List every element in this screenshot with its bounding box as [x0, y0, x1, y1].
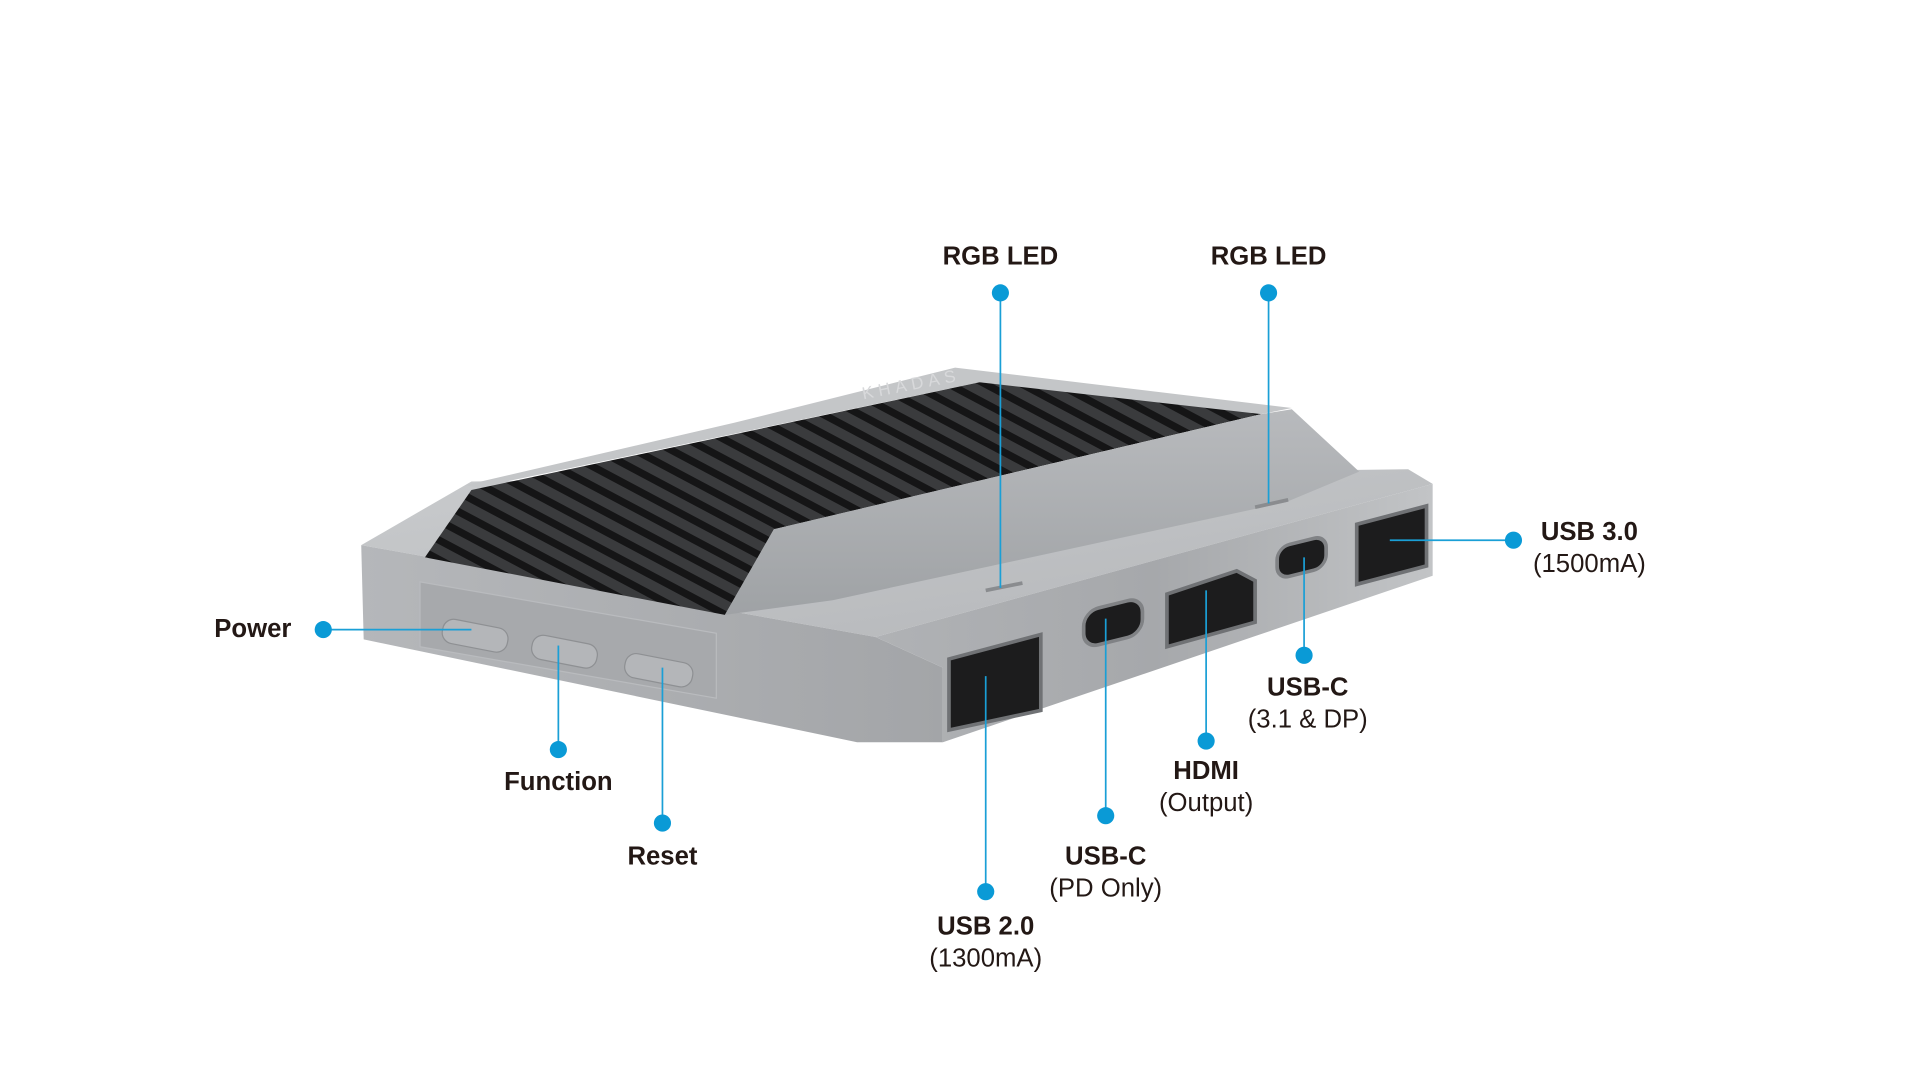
usbc-dp-port: [1275, 536, 1328, 579]
callout-usb30: USB 3.0 (1500mA): [1389, 518, 1646, 578]
device: KHADAS: [361, 365, 1433, 743]
callout-reset: Reset: [627, 667, 698, 871]
callout-subtitle: (3.1 & DP): [1248, 706, 1368, 734]
callout-dot: [314, 621, 332, 639]
callout-usb20: USB 2.0 (1300mA): [929, 676, 1042, 972]
callout-dot: [1260, 284, 1278, 302]
rgb-led-1: [985, 581, 1023, 593]
callout-title: USB-C: [1267, 674, 1348, 702]
raised-top: [465, 367, 1292, 488]
callout-dot: [1504, 531, 1523, 549]
reset-button[interactable]: [623, 652, 695, 689]
callout-title: HDMI: [1173, 757, 1239, 785]
callout-rgb-led-1: RGB LED: [943, 243, 1059, 588]
callout-dot: [991, 284, 1009, 302]
callout-dot: [549, 741, 567, 759]
raised-slope: [724, 409, 1360, 615]
callout-function: Function: [504, 645, 613, 796]
callout-rgb-led-2: RGB LED: [1211, 243, 1327, 504]
usb20-port: [947, 632, 1043, 733]
rgb-led-2: [1254, 498, 1289, 509]
callout-title: Power: [214, 615, 291, 643]
callout-dot: [1197, 732, 1215, 750]
callout-usbc-pd: USB-C (PD Only): [1049, 618, 1162, 903]
callout-power: Power: [214, 615, 472, 643]
callout-title: RGB LED: [943, 243, 1059, 271]
hdmi-port: [1165, 568, 1257, 650]
heatsink: [424, 382, 1262, 615]
callout-subtitle: (1500mA): [1533, 550, 1646, 578]
callout-dot: [653, 814, 672, 832]
callout-dot: [1295, 646, 1313, 664]
callout-usbc-dp: USB-C (3.1 & DP): [1248, 557, 1368, 734]
callout-subtitle: (Output): [1159, 789, 1253, 817]
callout-title: USB-C: [1065, 843, 1146, 871]
callout-subtitle: (1300mA): [929, 944, 1042, 972]
callout-dot: [977, 883, 995, 901]
callout-dot: [1097, 807, 1115, 825]
callout-hdmi: HDMI (Output): [1159, 590, 1253, 817]
callout-title: Reset: [627, 843, 697, 871]
usbc-pd-port: [1081, 598, 1145, 648]
callout-title: USB 2.0: [937, 913, 1034, 941]
callout-title: RGB LED: [1211, 243, 1327, 271]
function-button[interactable]: [530, 633, 600, 670]
callout-subtitle: (PD Only): [1049, 875, 1162, 903]
callout-title: USB 3.0: [1541, 518, 1638, 546]
callout-title: Function: [504, 768, 613, 796]
usb30-port: [1354, 503, 1429, 587]
